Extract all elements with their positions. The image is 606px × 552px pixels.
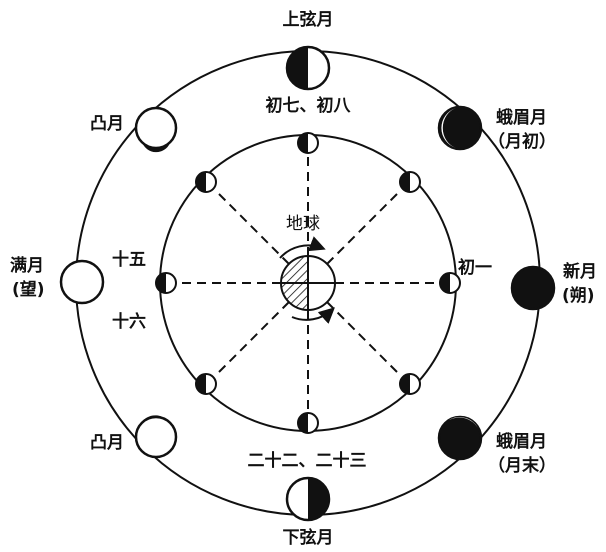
inner-moon-right (439, 272, 461, 294)
inner-moon-bottom-left (195, 373, 217, 395)
label-new-moon-alt: (朔) (562, 286, 595, 306)
moon-last-quarter-icon (285, 476, 331, 522)
label-first-quarter: 上弦月 (282, 10, 334, 30)
label-new-moon: 新月 (563, 262, 597, 282)
label-last-quarter: 下弦月 (282, 528, 334, 548)
inner-moon-bottom-right (399, 373, 421, 395)
outer-moons (59, 45, 556, 522)
inner-moon-left (155, 272, 177, 294)
moon-new-icon (510, 265, 556, 311)
label-gibbous-upper: 凸月 (90, 114, 124, 134)
inner-moon-top-left (195, 171, 217, 193)
inner-moons (155, 132, 461, 434)
label-crescent-early: 蛾眉月 (496, 108, 547, 128)
rotation-arrow-bottom (291, 307, 335, 324)
moon-full-icon (59, 259, 105, 305)
label-gibbous-lower: 凸月 (90, 433, 124, 453)
moon-crescent-late-icon (437, 415, 483, 461)
earth (280, 254, 336, 312)
label-day-one: 初一 (458, 258, 492, 278)
moon-gibbous-upper-icon (134, 106, 178, 153)
inner-moon-top-right (399, 171, 421, 193)
moon-crescent-early-icon (437, 105, 483, 151)
rotation-arrow-top (279, 236, 326, 259)
inner-moon-bottom (297, 412, 319, 434)
inner-moon-top (297, 132, 319, 154)
label-crescent-late-note: （月末） (488, 456, 556, 476)
label-full-moon-alt: (望) (12, 280, 45, 300)
moon-gibbous-lower-icon (134, 415, 178, 459)
label-center: 地球 (286, 214, 320, 234)
label-full-moon: 满月 (10, 256, 44, 276)
dashed-spokes (177, 152, 439, 414)
label-crescent-late: 蛾眉月 (496, 432, 547, 452)
label-day-fifteen: 十五 (112, 250, 146, 270)
moon-first-quarter-icon (285, 45, 331, 91)
label-last-quarter-days: 二十二、二十三 (247, 451, 367, 471)
label-crescent-early-note: （月初） (488, 132, 556, 152)
label-day-sixteen: 十六 (112, 312, 146, 332)
label-first-quarter-days: 初七、初八 (265, 96, 351, 116)
